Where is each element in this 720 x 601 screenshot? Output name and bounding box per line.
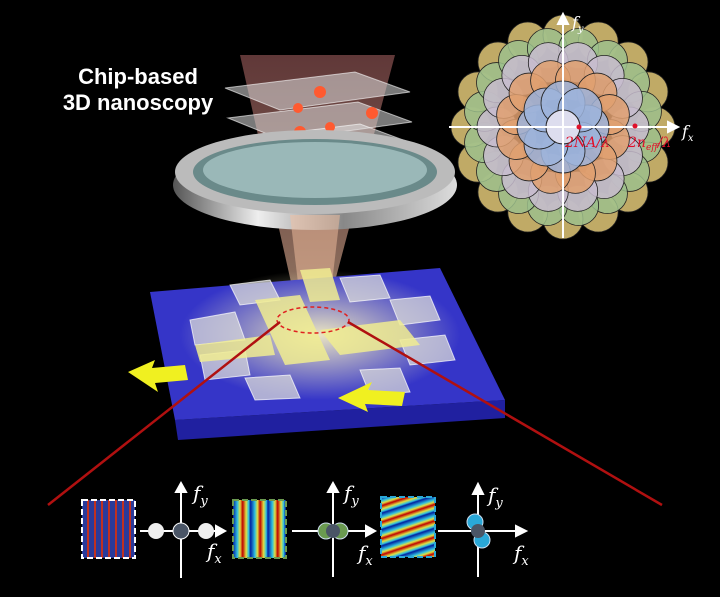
input-arrow-left (128, 360, 188, 392)
objective-lens (173, 130, 457, 230)
fx-label: fx (681, 122, 694, 144)
na-label: 2NA/λ (564, 135, 610, 151)
input-arrow-bottom (338, 382, 405, 412)
fy-label: fy (571, 13, 584, 35)
svg-text:fy: fy (486, 483, 503, 511)
title-line-1: Chip-based (78, 64, 198, 89)
svg-text:fy: fy (191, 481, 208, 509)
panel-2: fy fx (232, 480, 378, 577)
photonic-chip (150, 268, 505, 440)
title-line-2: 3D nanoscopy (62, 90, 214, 115)
neff-label: 2neff/λ (627, 135, 671, 153)
svg-text:fx: fx (205, 539, 222, 567)
fluorophores (293, 86, 378, 138)
figure-title: Chip-based 3D nanoscopy (38, 64, 238, 116)
svg-text:fx: fx (512, 541, 529, 569)
svg-text:fx: fx (356, 541, 373, 569)
panel-3: fy fx (380, 481, 529, 577)
bottom-border (0, 597, 720, 601)
panel-1: fy fx (81, 480, 228, 578)
zoom-region (276, 306, 350, 334)
svg-text:fy: fy (342, 481, 359, 509)
